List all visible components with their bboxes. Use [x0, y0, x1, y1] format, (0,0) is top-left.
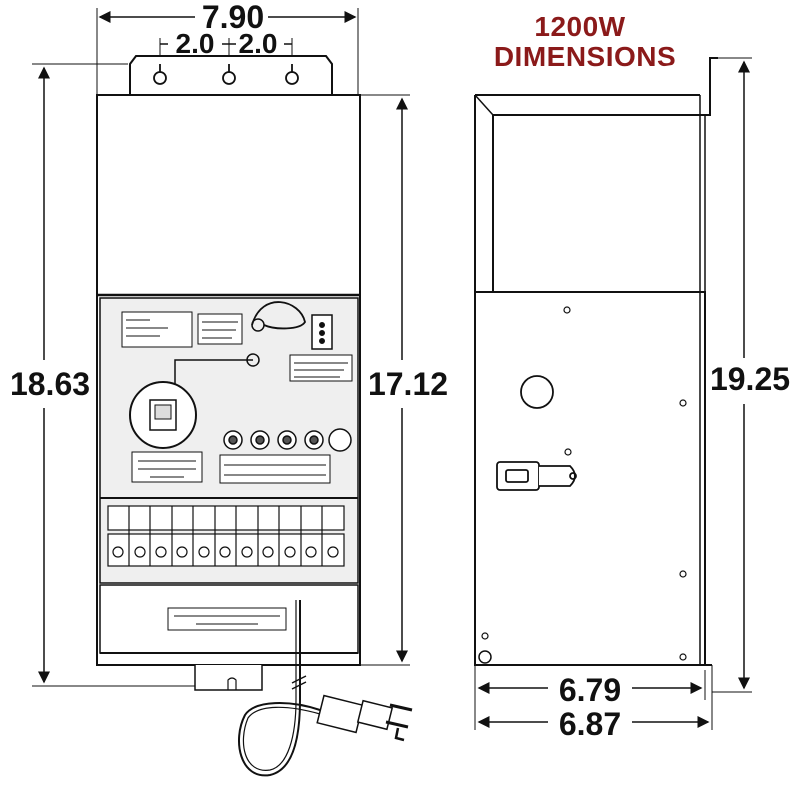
title-wattage: 1200W: [534, 11, 626, 42]
dim-front-height-box: 17.12: [367, 366, 449, 402]
power-plug: [316, 694, 413, 742]
dim-front-height-total: 18.63: [9, 366, 91, 402]
power-cord: [237, 600, 321, 777]
dim-side-height: 19.25: [709, 361, 791, 397]
front-height-dimension-left: [32, 63, 195, 687]
terminal-strip: [100, 497, 358, 567]
side-height-dimension: [712, 57, 752, 693]
mounting-bracket: [129, 55, 333, 95]
install-instructions-label: [167, 607, 287, 631]
dim-hole-spacing-left: 2.0: [175, 28, 215, 59]
warning-label: [121, 311, 193, 348]
front-height-dimension-right: [360, 94, 410, 666]
dim-side-depth-outer: 6.87: [558, 706, 622, 742]
front-view: [32, 8, 413, 777]
caution-label: [197, 313, 243, 345]
overall-width-dimension: [96, 8, 359, 95]
side-latch: [496, 461, 577, 491]
title-dimensions: DIMENSIONS: [493, 41, 677, 72]
side-view: [474, 57, 752, 730]
conduit-knockout: [520, 375, 554, 409]
side-lid: [474, 57, 718, 293]
side-depth-dimension: [474, 665, 713, 730]
dim-side-depth-inner: 6.79: [558, 672, 622, 708]
keyhole-slots: [153, 64, 299, 85]
circuit-breakers: [219, 428, 352, 484]
side-screws: [481, 306, 687, 661]
dim-hole-spacing-right: 2.0: [238, 28, 278, 59]
dim-overall-width: 7.90: [201, 0, 265, 35]
